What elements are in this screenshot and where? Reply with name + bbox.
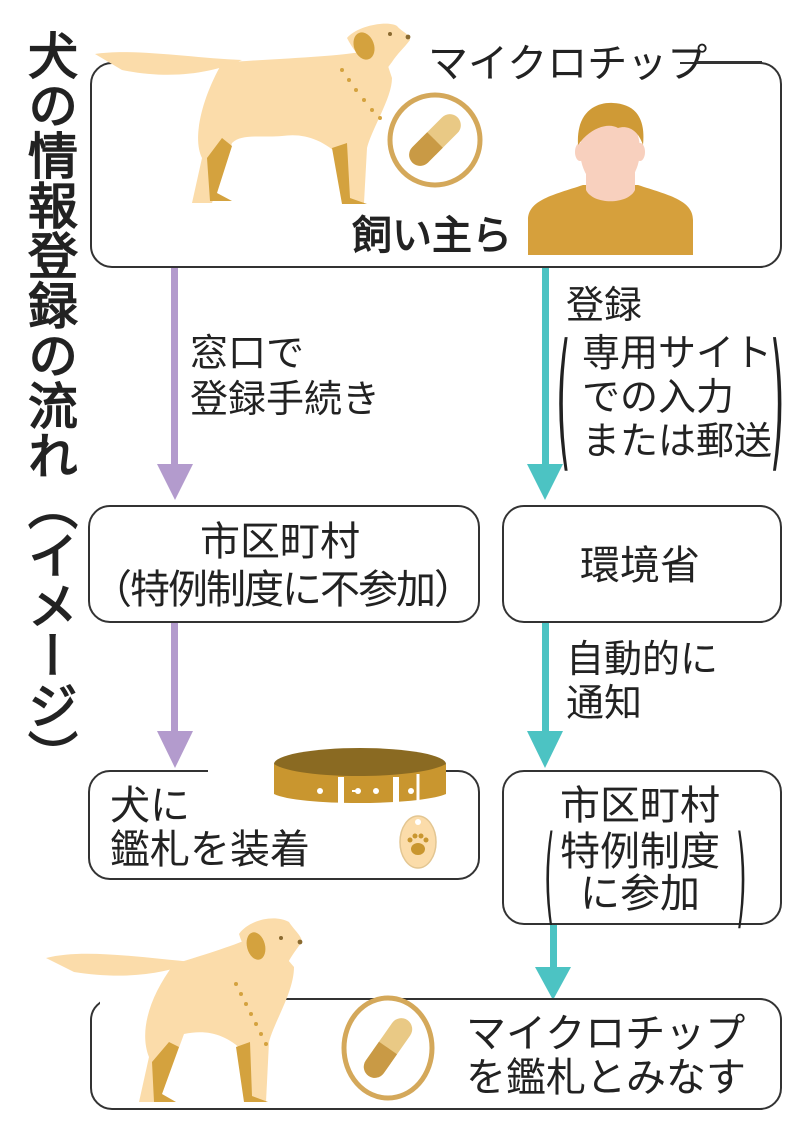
attach-tag-label-2: 鑑札を装着 xyxy=(110,827,310,873)
register-detail-2: での入力 xyxy=(582,375,735,419)
attach-tag-label-1: 犬に xyxy=(110,783,190,829)
microchip-as-tag-label-1: マイクロチップ xyxy=(466,1011,746,1057)
microchip-as-tag-label-2: を鑑札とみなす xyxy=(466,1055,746,1101)
teal-arrow-2 xyxy=(527,623,563,768)
diagram-title: 犬の情報登録の流れ（イメージ） xyxy=(20,30,78,780)
participating-label-2: に参加 xyxy=(580,871,700,917)
municipality-label-left: 市区町村 xyxy=(200,519,360,565)
right-paren-icon-2: ) xyxy=(736,812,747,940)
microchip-leader-line xyxy=(696,61,762,63)
municipality-label-right: 市区町村 xyxy=(560,783,720,829)
dog-icon xyxy=(95,23,411,204)
left-paren-icon-2: ( xyxy=(544,812,555,940)
ministry-environment-box xyxy=(502,505,782,623)
register-detail-1: 専用サイト xyxy=(582,331,773,375)
nonparticipating-label: （特例制度に不参加） xyxy=(92,567,474,613)
municipality-nonparticipating-box xyxy=(88,505,480,623)
participating-label-1: 特例制度 xyxy=(560,829,720,875)
register-detail-3: または郵送 xyxy=(582,419,773,463)
right-paren-icon: ) xyxy=(770,313,785,487)
microchip-as-tag-box xyxy=(90,998,782,1110)
owner-label: 飼い主ら xyxy=(352,213,512,259)
counter-registration-label-2: 登録手続き xyxy=(190,377,381,421)
auto-notify-label-1: 自動的に xyxy=(566,637,719,681)
microchip-icon-bottom xyxy=(341,995,435,1101)
microchip-icon xyxy=(387,92,483,188)
dog-icon-bottom xyxy=(46,918,303,1102)
counter-registration-label-1: 窓口で xyxy=(190,331,305,375)
teal-arrow-3 xyxy=(535,925,571,1000)
register-label: 登録 xyxy=(566,283,643,327)
person-icon xyxy=(528,102,693,255)
microchip-label: マイクロチップ xyxy=(428,41,708,87)
auto-notify-label-2: 通知 xyxy=(566,681,643,725)
teal-arrow-1 xyxy=(527,268,563,500)
purple-arrow-1 xyxy=(157,268,193,500)
left-paren-icon: ( xyxy=(556,313,571,487)
municipality-participating-box xyxy=(502,770,782,925)
collar-tag-icon xyxy=(274,748,446,869)
ministry-environment-label: 環境省 xyxy=(580,543,700,589)
purple-arrow-2 xyxy=(157,623,193,768)
